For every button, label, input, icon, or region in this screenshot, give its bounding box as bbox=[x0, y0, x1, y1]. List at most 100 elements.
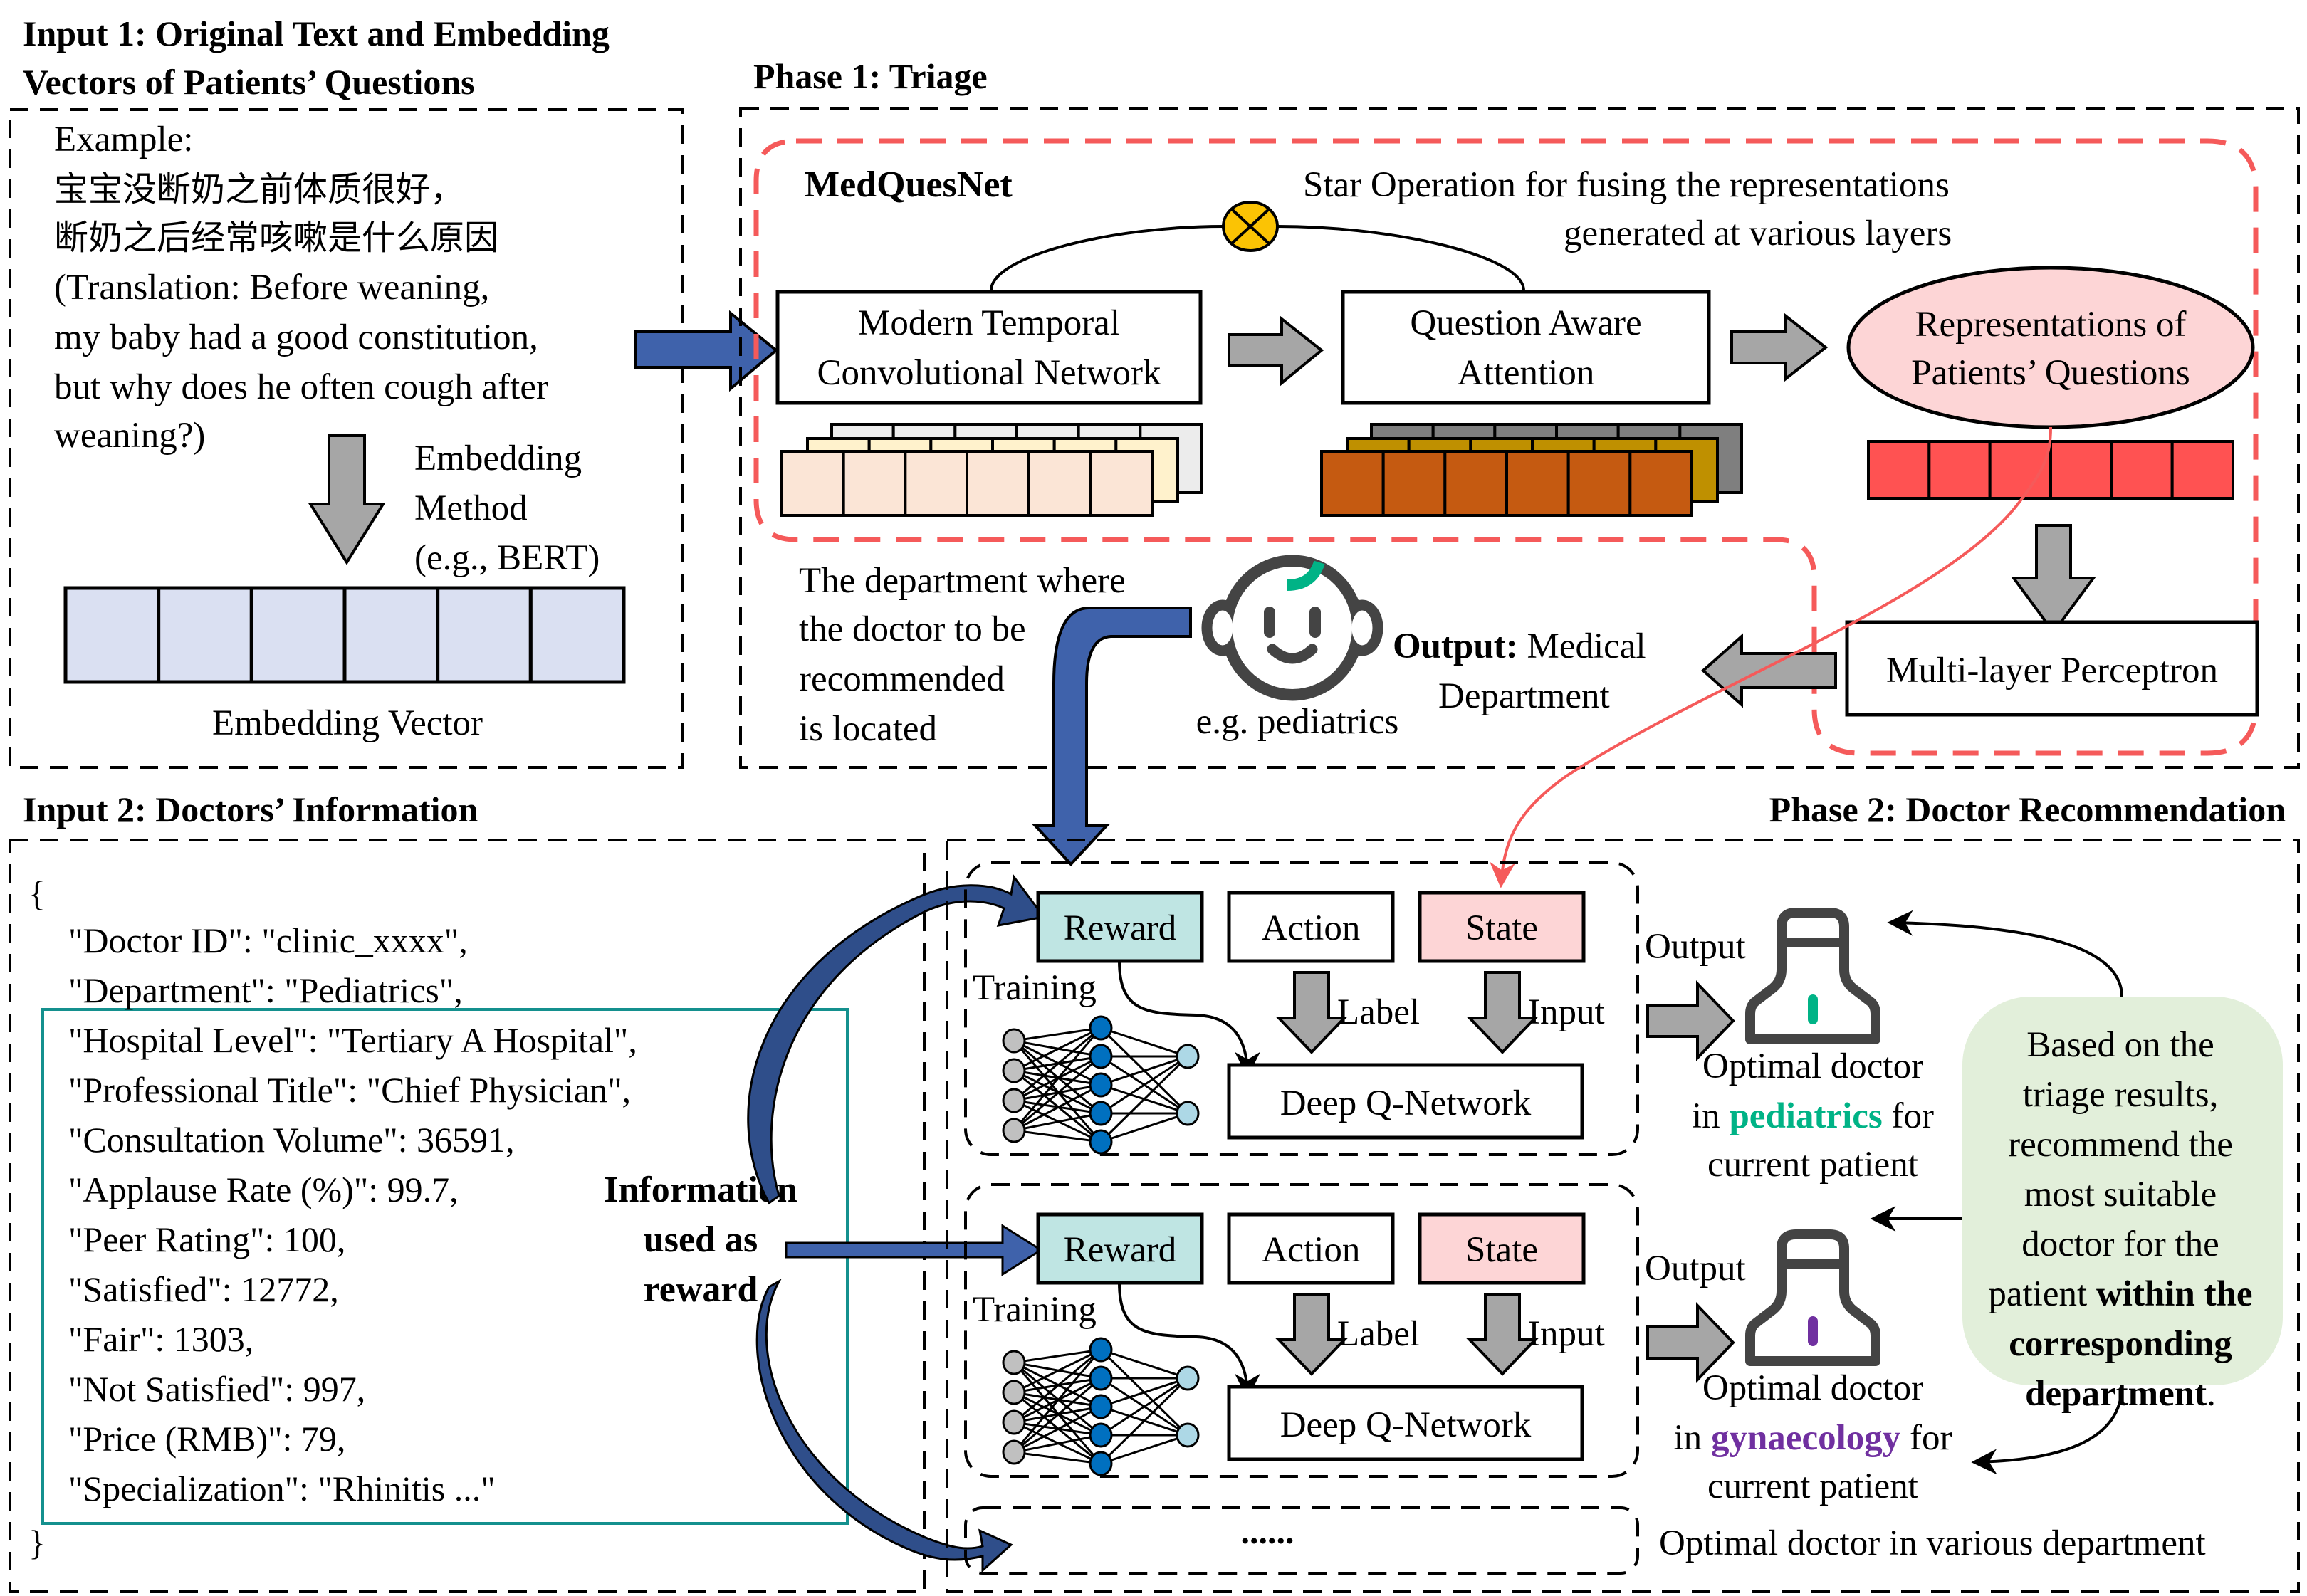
more-departments-module bbox=[964, 1506, 1639, 1575]
embedding-down-arrow bbox=[308, 434, 386, 565]
doctor-info-field: "Consultation Volume": 36591, bbox=[68, 1120, 515, 1160]
doctor-info-field: "Not Satisfied": 997, bbox=[68, 1369, 365, 1409]
dqn-box bbox=[1227, 1063, 1584, 1140]
doctor-info-field: "Specialization": "Rhinitis ..." bbox=[68, 1469, 496, 1508]
summary-bold: department bbox=[2025, 1374, 2207, 1414]
summary-line: most suitable bbox=[2024, 1175, 2217, 1214]
action-box-label: Action bbox=[1262, 908, 1361, 948]
summary-line: doctor for the bbox=[2021, 1224, 2219, 1264]
result-line3: current patient bbox=[1707, 1466, 1918, 1506]
json-open-brace: { bbox=[28, 873, 46, 913]
department-note-line: recommended bbox=[799, 659, 1005, 699]
mtcn-label: Convolutional Network bbox=[817, 353, 1161, 393]
summary-line: Based on the bbox=[2026, 1025, 2214, 1065]
translation-line: (Translation: Before weaning, bbox=[54, 268, 489, 308]
qaa-feature-stack bbox=[1320, 423, 1743, 517]
baby-face-icon bbox=[1201, 555, 1383, 701]
method-line: (e.g., BERT) bbox=[414, 538, 600, 578]
dqn-box bbox=[1227, 1385, 1584, 1461]
state-box-label: State bbox=[1465, 1230, 1538, 1270]
training-label: Training bbox=[973, 1290, 1097, 1330]
label-label: Label bbox=[1337, 992, 1420, 1032]
input1-heading-line2: Vectors of Patients’ Questions bbox=[23, 62, 475, 102]
phase1-heading: Phase 1: Triage bbox=[753, 56, 988, 96]
feature-cell bbox=[1027, 450, 1092, 517]
doctor-info-field: "Peer Rating": 100, bbox=[68, 1219, 345, 1259]
summary-to-various-arrow bbox=[1971, 1385, 2123, 1475]
training-label: Training bbox=[973, 968, 1097, 1008]
star-op-line: generated at various layers bbox=[1564, 214, 1952, 253]
doctor-icon bbox=[1745, 908, 1880, 1044]
representation-ellipse bbox=[1846, 266, 2255, 429]
neural-network-icon bbox=[1002, 1015, 1200, 1155]
reward-note-line: used as bbox=[644, 1219, 758, 1260]
phase1-section: Phase 1: Triage MedQuesNet Star Operatio… bbox=[739, 56, 2300, 769]
summary-line: patient within the bbox=[1988, 1274, 2252, 1314]
doctor-info-field: "Satisfied": 12772, bbox=[68, 1269, 339, 1309]
result-pre: in bbox=[1692, 1096, 1729, 1136]
department-to-phase2-arrow bbox=[1032, 607, 1192, 866]
neural-network-icon bbox=[1002, 1337, 1200, 1476]
fusion-link-left bbox=[990, 225, 1224, 291]
input1-heading-line1: Input 1: Original Text and Embedding bbox=[23, 14, 610, 53]
feature-cell bbox=[1089, 450, 1154, 517]
mtcn-to-qaa-arrow bbox=[1228, 315, 1324, 387]
representation-cell bbox=[2110, 440, 2174, 500]
input1-dashed-box bbox=[9, 108, 684, 769]
embedding-cell bbox=[249, 586, 347, 684]
embedding-cell bbox=[436, 586, 533, 684]
embedding-cell bbox=[63, 586, 161, 684]
result-post: for bbox=[1900, 1418, 1952, 1458]
summary-period: . bbox=[2207, 1374, 2216, 1414]
output-bold: Output: bbox=[1393, 626, 1518, 666]
summary-normal: patient bbox=[1988, 1274, 2096, 1314]
representation-cell bbox=[2170, 440, 2235, 500]
training-link bbox=[1118, 960, 1260, 1078]
action-box bbox=[1227, 1212, 1395, 1285]
state-box bbox=[1418, 891, 1586, 963]
feature-cell bbox=[1566, 450, 1632, 517]
summary-bold: within the bbox=[2096, 1274, 2253, 1314]
embedding-cell bbox=[157, 586, 253, 684]
result-post: for bbox=[1883, 1096, 1934, 1136]
doctor-info-field: "Applause Rate (%)": 99.7, bbox=[68, 1170, 459, 1209]
dqn-label: Deep Q-Network bbox=[1280, 1405, 1532, 1445]
mlp-label: Multi-layer Perceptron bbox=[1886, 651, 2218, 691]
qaa-box bbox=[1341, 290, 1711, 405]
representation-cell bbox=[1867, 440, 1931, 500]
department-note-line: The department where bbox=[799, 561, 1126, 601]
summary-bold-line: corresponding bbox=[2009, 1324, 2232, 1364]
method-line: Method bbox=[414, 488, 528, 528]
embedding-cell bbox=[342, 586, 440, 684]
embedding-vector bbox=[63, 586, 626, 684]
summary-line: triage results, bbox=[2023, 1075, 2219, 1115]
result-line3: current patient bbox=[1707, 1145, 1918, 1185]
state-box-label: State bbox=[1465, 908, 1538, 948]
summary-line: department. bbox=[2025, 1374, 2216, 1414]
fusion-link-right bbox=[1277, 225, 1525, 291]
input1-section: Input 1: Original Text and Embedding Vec… bbox=[9, 14, 684, 769]
star-op-line: Star Operation for fusing the representa… bbox=[1303, 165, 1950, 205]
reward-fields-box bbox=[41, 1008, 849, 1525]
doctor-info-field: "Fair": 1303, bbox=[68, 1319, 253, 1359]
output-rest: Medical bbox=[1518, 626, 1646, 666]
result-line2: in gynaecology for bbox=[1674, 1418, 1952, 1458]
representation-vector bbox=[1867, 440, 2235, 500]
star-operation-icon bbox=[1222, 201, 1279, 252]
department-note-line: is located bbox=[799, 709, 937, 749]
phase2-dashed-box bbox=[946, 839, 2300, 1593]
feature-cell bbox=[842, 450, 907, 517]
various-department-label: Optimal doctor in various department bbox=[1659, 1523, 2206, 1563]
json-close-brace: } bbox=[28, 1523, 46, 1563]
result-department: pediatrics bbox=[1729, 1096, 1882, 1136]
feature-cell bbox=[1443, 450, 1509, 517]
summary-to-pediatrics-arrow bbox=[1887, 910, 2123, 997]
representation-cell bbox=[1927, 440, 1992, 500]
repr-to-mlp-arrow bbox=[2011, 524, 2096, 635]
summary-line: recommend the bbox=[2008, 1125, 2233, 1165]
dqn-module-frame bbox=[964, 1183, 1639, 1478]
label-label: Label bbox=[1337, 1314, 1420, 1354]
dqn-output-arrow bbox=[1646, 1302, 1735, 1383]
input2-section: Input 2: Doctors’ Information { "Doctor … bbox=[9, 789, 926, 1593]
